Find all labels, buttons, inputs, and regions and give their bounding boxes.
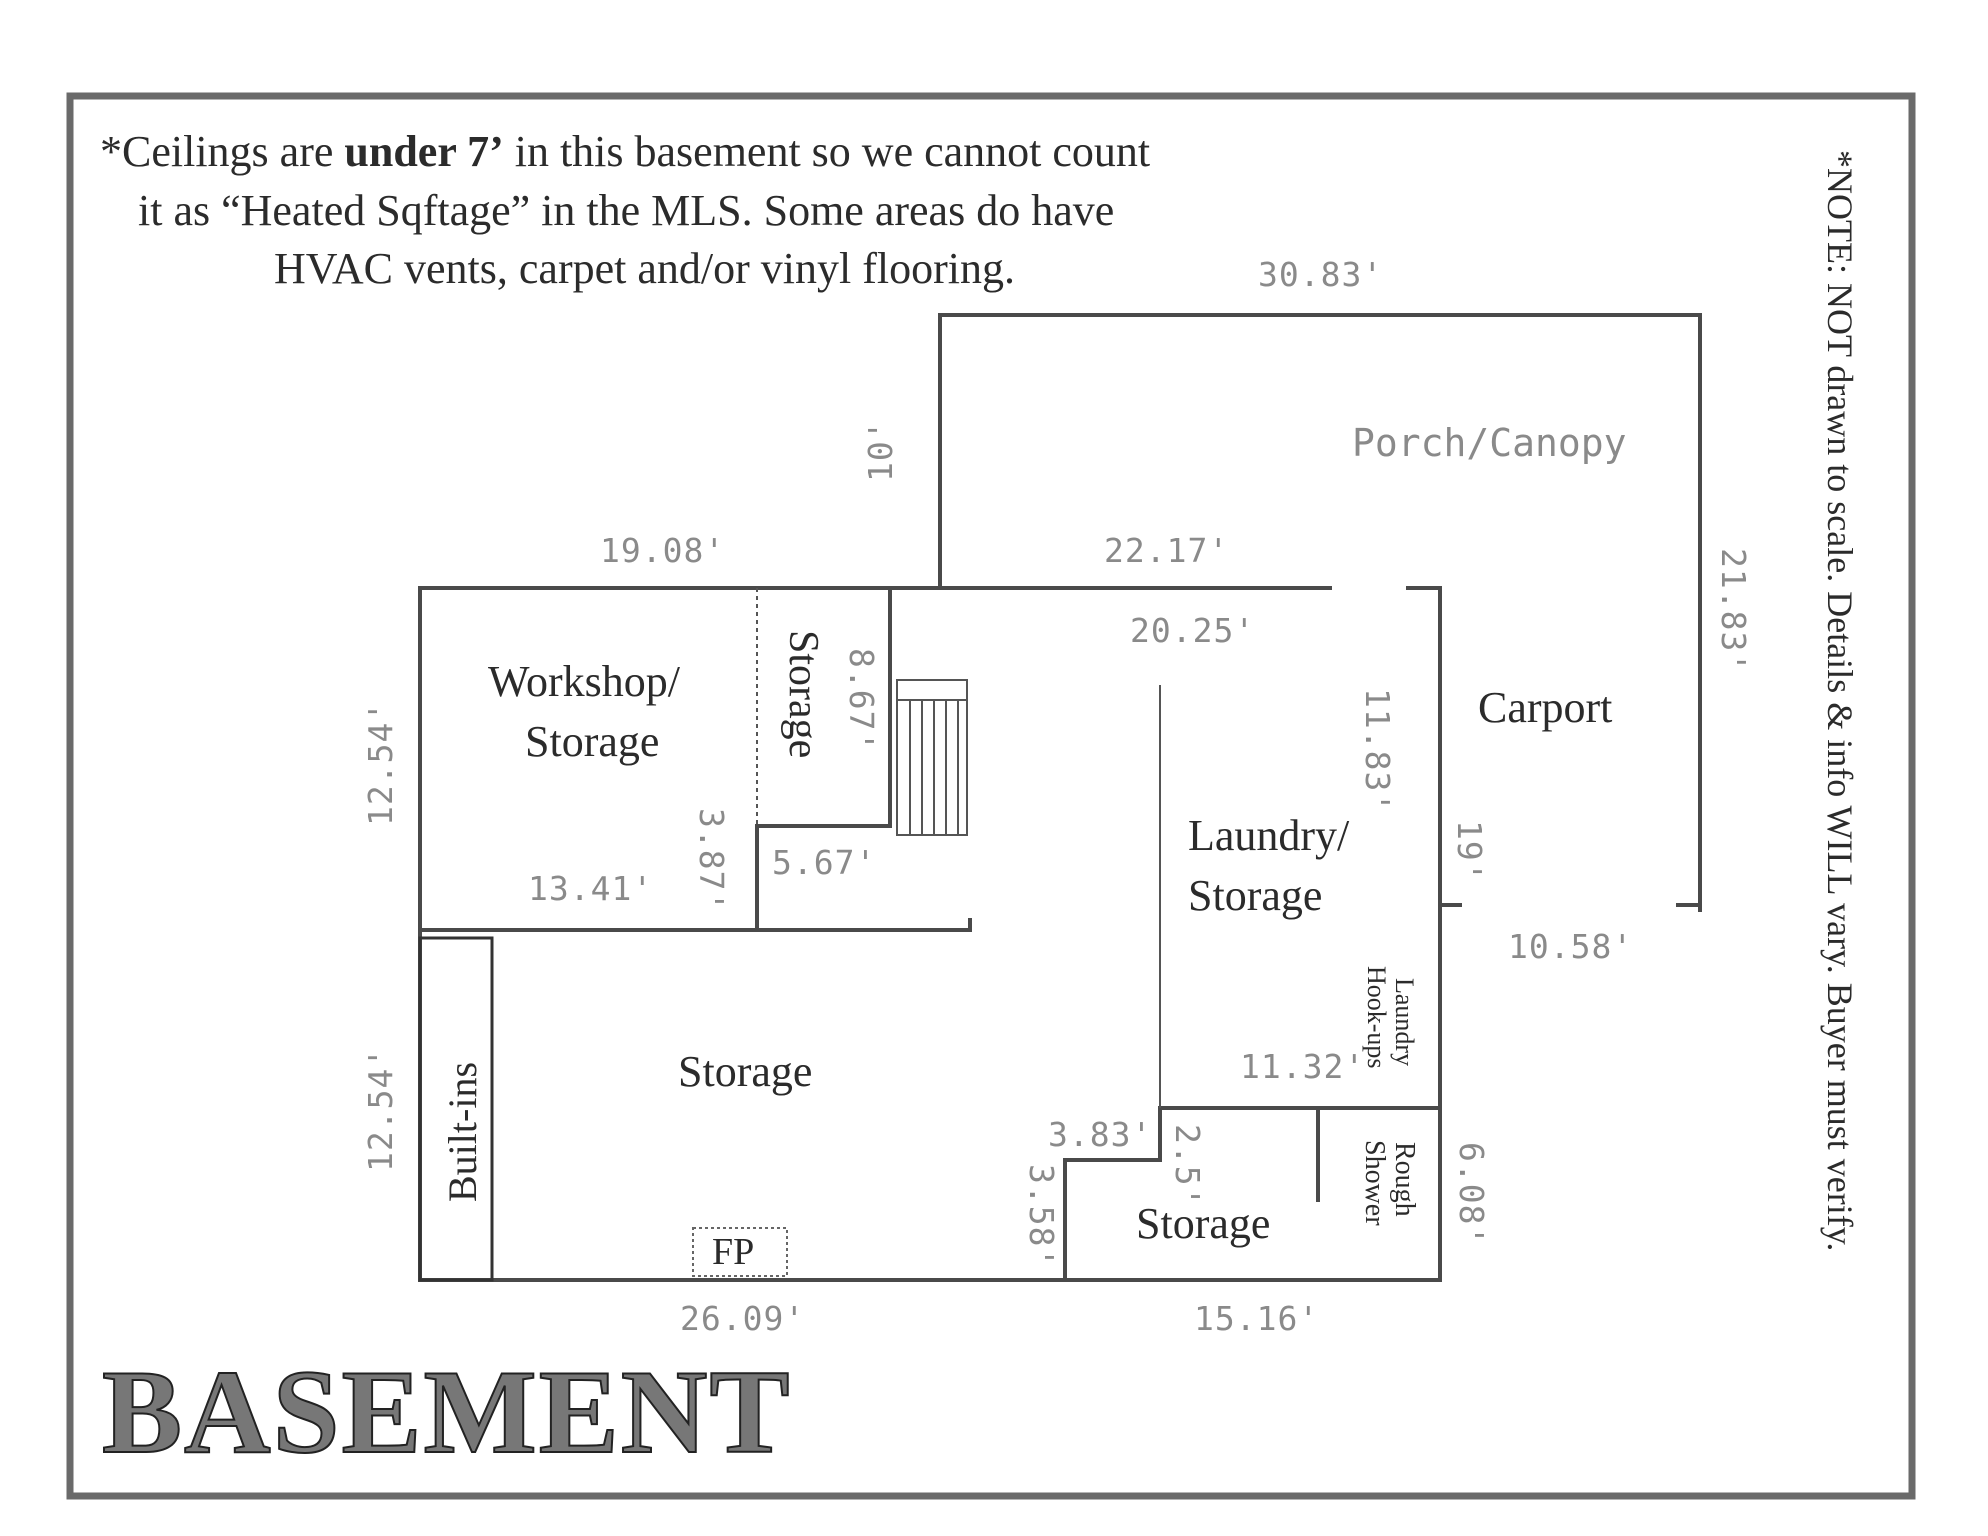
dim-porch-left: 10' xyxy=(861,419,900,482)
storage-closet-label: Storage xyxy=(780,630,826,758)
porch-canopy-outline xyxy=(938,313,1702,912)
storage-lower-label: Storage xyxy=(1136,1199,1270,1248)
basement-outer-walls xyxy=(418,586,1442,1282)
dim-notch-depth: 2.5' xyxy=(1168,1124,1207,1207)
dim-laundry-height: 11.83' xyxy=(1358,688,1397,813)
carport-outline xyxy=(1406,586,1442,1282)
dim-carport-gap: 19' xyxy=(1450,820,1489,883)
laundry-hookups-line1: Laundry xyxy=(1390,978,1419,1066)
dim-left-lower: 12.54' xyxy=(361,1047,400,1172)
dim-porch-right: 21.83' xyxy=(1714,548,1753,673)
ceiling-note-line1: *Ceilings are under 7’ in this basement … xyxy=(100,127,1150,176)
page-frame xyxy=(66,92,1916,1500)
rough-shower-line1: Rough xyxy=(1389,1142,1420,1217)
fireplace-box xyxy=(692,1227,788,1277)
rough-shower-line2: Shower xyxy=(1359,1140,1390,1226)
dim-bottom-right: 15.16' xyxy=(1194,1299,1319,1338)
dim-notch-width: 3.83' xyxy=(1048,1115,1152,1154)
dim-right-lower: 6.08' xyxy=(1452,1142,1491,1246)
carport-label: Carport xyxy=(1478,683,1612,732)
fireplace-label: FP xyxy=(712,1231,754,1273)
dim-porch-top: 30.83' xyxy=(1258,255,1383,294)
basement-title: BASEMENT xyxy=(102,1345,791,1478)
dim-workshop-bottom: 13.41' xyxy=(528,869,653,908)
dim-top-inner: 20.25' xyxy=(1130,611,1255,650)
stair-step-wall xyxy=(755,586,892,932)
stairs xyxy=(896,679,968,836)
dim-left-upper: 12.54' xyxy=(361,701,400,826)
workshop-label-line2: Storage xyxy=(525,717,659,766)
ceiling-note-line2: it as “Heated Sqftage” in the MLS. Some … xyxy=(138,186,1114,235)
storage-main-label: Storage xyxy=(678,1047,812,1096)
dim-bottom-left: 26.09' xyxy=(680,1299,805,1338)
not-to-scale-note: *NOTE: NOT drawn to scale. Details & inf… xyxy=(1820,150,1860,1251)
built-ins-box xyxy=(418,936,494,1282)
laundry-hookups-line2: Hook-ups xyxy=(1362,966,1391,1069)
dim-stair-width: 5.67' xyxy=(772,843,876,882)
laundry-label-line1: Laundry/ xyxy=(1188,811,1350,860)
dim-stair-step: 3.87' xyxy=(692,808,731,912)
workshop-label-line1: Workshop/ xyxy=(488,657,681,706)
workshop-bottom-wall xyxy=(418,918,972,932)
dim-storage-depth: 8.67' xyxy=(842,648,881,752)
ceiling-note-line3: HVAC vents, carpet and/or vinyl flooring… xyxy=(274,244,1015,293)
laundry-label-line2: Storage xyxy=(1188,871,1322,920)
dim-top-mid: 22.17' xyxy=(1104,531,1229,570)
dim-top-left: 19.08' xyxy=(600,531,725,570)
built-ins-label: Built-ins xyxy=(440,1062,485,1202)
dim-laundry-bottom: 11.32' xyxy=(1240,1047,1365,1086)
porch-canopy-label: Porch/Canopy xyxy=(1352,421,1627,465)
dim-lower-left-step: 3.58' xyxy=(1022,1164,1061,1268)
dim-carport-bottom: 10.58' xyxy=(1508,927,1633,966)
